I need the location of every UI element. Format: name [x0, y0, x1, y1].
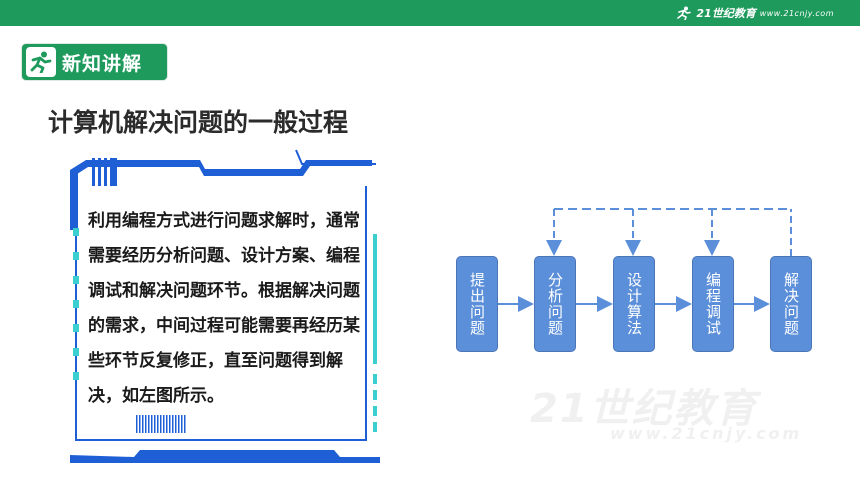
- brand-logo: 21世纪教育 www.21cnjy.com: [676, 5, 834, 21]
- brand-name: 21世纪教育: [696, 7, 756, 20]
- top-bar: 21世纪教育 www.21cnjy.com: [0, 0, 860, 26]
- flow-step-analyze: 分析问题: [534, 256, 576, 352]
- flow-step-design: 设计算法: [613, 256, 655, 352]
- watermark-url: www.21cnjy.com: [610, 424, 803, 443]
- badge-label: 新知讲解: [62, 52, 143, 75]
- description-paragraph: 利用编程方式进行问题求解时，通常需要经历分析问题、设计方案、编程调试和解决问题环…: [88, 211, 360, 406]
- flow-step-propose: 提出问题: [456, 256, 498, 352]
- runner-icon: [26, 47, 56, 77]
- page-title: 计算机解决问题的一般过程: [48, 108, 349, 137]
- runner-logo-icon: [677, 6, 692, 20]
- flow-step-solve: 解决问题: [770, 256, 812, 352]
- section-badge: 新知讲解: [22, 44, 167, 80]
- watermark: 21世纪教育: [530, 386, 758, 432]
- brand-url: www.21cnjy.com: [759, 8, 834, 18]
- flow-step-debug: 编程调试: [692, 256, 734, 352]
